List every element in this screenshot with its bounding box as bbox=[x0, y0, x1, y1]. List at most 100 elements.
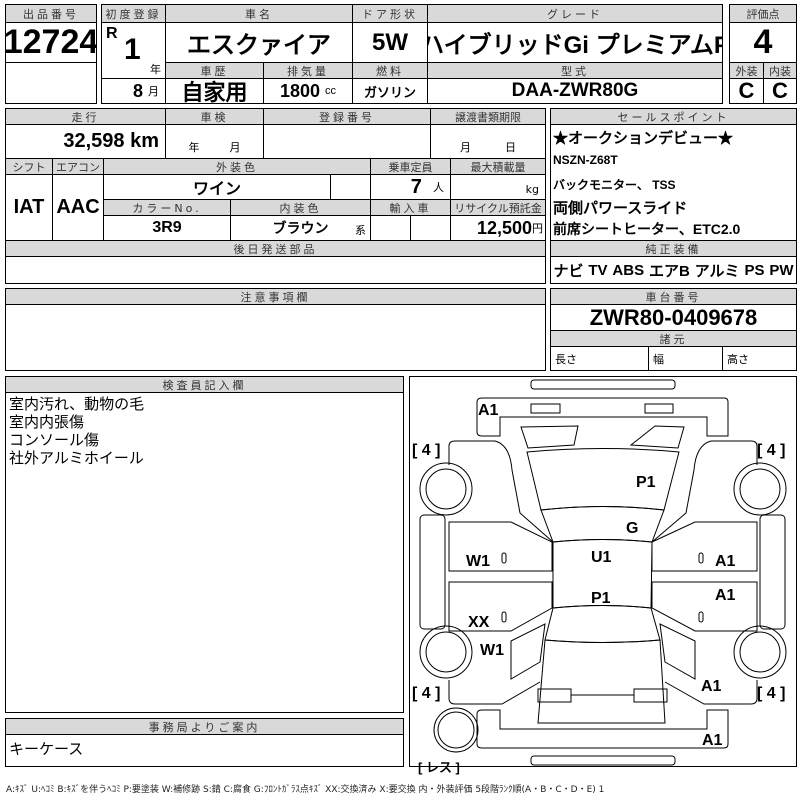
headlight-left bbox=[530, 403, 561, 414]
front-grille bbox=[520, 425, 685, 449]
tire-rear-right: [ 4 ] bbox=[757, 685, 785, 702]
sales-point: ★オークションデビュー★ bbox=[553, 130, 734, 147]
deadline-day-unit: 日 bbox=[505, 141, 516, 154]
mark-right-rear-quarter: A1 bbox=[701, 678, 722, 695]
int-grade: C bbox=[763, 78, 797, 104]
mark-front-bumper: A1 bbox=[478, 402, 499, 419]
mark-right-front-door: A1 bbox=[715, 553, 736, 570]
inspector-notes: 室内汚れ、動物の毛 室内内張傷 コンソール傷 社外アルミホイール bbox=[9, 395, 144, 467]
import-label: 輸入車 bbox=[370, 199, 451, 216]
tire-front-left: [ 4 ] bbox=[412, 442, 440, 459]
capacity: 7 bbox=[410, 175, 422, 198]
mark-roof-p: P1 bbox=[591, 590, 611, 607]
displacement: 1800 bbox=[279, 80, 321, 101]
mark-left-rear-quarter: W1 bbox=[480, 642, 504, 659]
office-label: 事務局よりご案内 bbox=[5, 718, 404, 735]
windshield bbox=[540, 506, 665, 543]
left-rear-quarter bbox=[510, 623, 546, 680]
inspector-line: 社外アルミホイール bbox=[9, 449, 144, 467]
legend: A:ｷｽﾞ U:ﾍｺﾐ B:ｷｽﾞを伴うﾍｺﾐ P:要塗装 W:補修跡 S:錆 … bbox=[6, 785, 605, 795]
person-unit: 人 bbox=[433, 182, 444, 194]
tire-rear-left: [ 4 ] bbox=[412, 685, 440, 702]
mark-right-rear-door: A1 bbox=[715, 587, 736, 604]
taillight-right bbox=[633, 688, 668, 703]
damage-diagram-box bbox=[409, 376, 797, 767]
model: DAA-ZWR80G bbox=[427, 78, 723, 104]
taillight-left bbox=[537, 688, 572, 703]
front-bumper bbox=[476, 397, 729, 437]
inspector-line: 室内内張傷 bbox=[9, 413, 85, 431]
left-sill bbox=[419, 514, 446, 630]
inspector-line: 室内汚れ、動物の毛 bbox=[9, 395, 145, 413]
notes-label: 注意事項欄 bbox=[5, 288, 546, 305]
km-unit: km bbox=[130, 130, 159, 152]
rear-bumper bbox=[476, 709, 729, 749]
mileage: 32,598 bbox=[63, 130, 125, 152]
height-label: 高さ bbox=[722, 346, 797, 371]
yen-unit: 円 bbox=[532, 223, 543, 235]
right-rear-quarter bbox=[659, 623, 696, 680]
rear-bar bbox=[530, 755, 676, 766]
equip-item: ナビ bbox=[553, 262, 584, 280]
lot-blank bbox=[5, 62, 97, 104]
rear-glass bbox=[544, 605, 661, 643]
int-color-unit: 系 bbox=[355, 225, 366, 237]
chassis-number: ZWR80-0409678 bbox=[550, 304, 797, 331]
left-rear-fender bbox=[448, 680, 541, 705]
era: R bbox=[106, 25, 118, 42]
displacement-label: 排気量 bbox=[263, 62, 353, 79]
deadline-month-unit: 月 bbox=[460, 141, 471, 154]
int-color: ブラウン bbox=[272, 220, 329, 236]
sales-point: NSZN-Z68T bbox=[553, 153, 618, 167]
mark-left-rear-door: XX bbox=[468, 614, 490, 631]
left-front-door bbox=[448, 521, 553, 572]
right-rear-fender bbox=[664, 680, 758, 705]
sales-points-label: セールスポイント bbox=[550, 108, 797, 125]
right-sill bbox=[759, 514, 786, 630]
recycle: 12,500 bbox=[476, 217, 532, 238]
cc-unit: cc bbox=[325, 85, 337, 97]
sales-point: バックモニター、 TSS bbox=[553, 178, 676, 192]
left-front-fender bbox=[448, 440, 554, 543]
transfer-deadline-label: 譲渡書類期限 bbox=[430, 108, 546, 125]
month-unit: 月 bbox=[148, 86, 159, 98]
equip-item: PS bbox=[744, 261, 765, 279]
reg-month: 8 bbox=[132, 80, 143, 101]
insp-month-unit: 月 bbox=[229, 141, 241, 154]
equip-item: ABS bbox=[612, 261, 645, 279]
right-rear-door bbox=[651, 581, 758, 632]
capacity-label: 乗車定員 bbox=[370, 158, 451, 175]
mark-left-front-door: W1 bbox=[466, 553, 490, 570]
equip-item: エアB bbox=[648, 262, 690, 280]
tire-front-right: [ 4 ] bbox=[757, 442, 785, 459]
mark-windshield: G bbox=[626, 520, 638, 537]
right-front-door bbox=[651, 521, 758, 572]
headlight-right bbox=[644, 403, 674, 414]
front-bar bbox=[530, 379, 676, 390]
mark-roof-u: U1 bbox=[591, 549, 612, 566]
car-name: エスクァイア bbox=[165, 22, 353, 63]
mark-rear-bumper: A1 bbox=[702, 732, 723, 749]
equip-item: TV bbox=[588, 261, 608, 279]
left-rear-door bbox=[448, 581, 553, 632]
spare-tire: [ レス ] bbox=[418, 760, 460, 775]
right-front-fender bbox=[651, 440, 758, 543]
inspector-label: 検査員記入欄 bbox=[5, 376, 404, 393]
trunk bbox=[537, 639, 666, 724]
sales-point: 前席シートヒーター、ETC2.0 bbox=[553, 221, 741, 237]
equip-item: アルミ bbox=[694, 262, 740, 280]
color-no-label: カラーNo. bbox=[103, 199, 231, 216]
insp-year-unit: 年 bbox=[188, 141, 200, 154]
mark-hood: P1 bbox=[636, 474, 656, 491]
hood bbox=[526, 448, 680, 511]
later-parts bbox=[5, 256, 546, 284]
reg-year: 1 bbox=[124, 33, 141, 66]
equip-item: PW bbox=[769, 261, 794, 279]
equipment-label: 純正装備 bbox=[550, 240, 797, 257]
score-label: 評価点 bbox=[729, 4, 797, 23]
history-label: 車歴 bbox=[165, 62, 264, 79]
sales-point: 両側パワースライド bbox=[553, 200, 688, 217]
inspector-line: コンソール傷 bbox=[9, 431, 100, 449]
